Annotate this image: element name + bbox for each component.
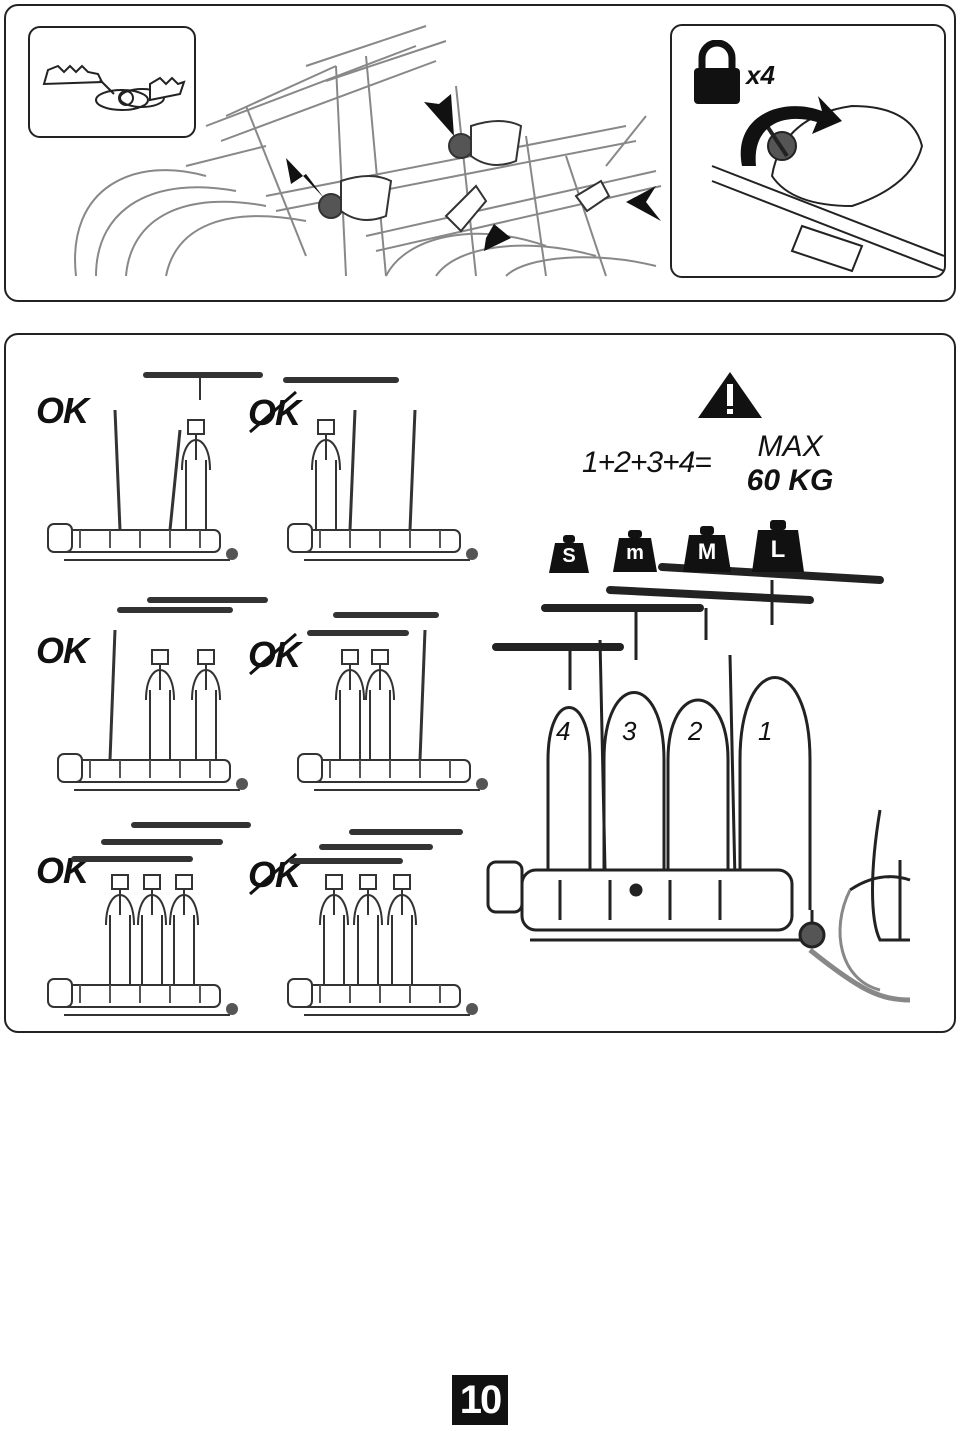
warning-icon bbox=[698, 372, 762, 418]
max-weight-value: 60 KG bbox=[746, 464, 834, 497]
page-number: 10 bbox=[452, 1375, 508, 1425]
lock-inset: x4 bbox=[670, 24, 946, 278]
cross-out-icon bbox=[249, 852, 297, 896]
position-number: 1 bbox=[758, 716, 773, 746]
max-label: MAX bbox=[757, 430, 823, 463]
cross-out-icon bbox=[249, 390, 297, 434]
config-not-ok-label: OK bbox=[248, 632, 301, 676]
top-instruction-panel: x4 bbox=[4, 4, 956, 302]
cross-out-icon bbox=[249, 632, 297, 676]
weight-icon-m-large: M bbox=[683, 526, 731, 572]
config-ok-label: OK bbox=[36, 630, 89, 671]
config-ok-label: OK bbox=[36, 390, 89, 431]
config-not-ok-label: OK bbox=[248, 390, 301, 434]
lock-icon bbox=[694, 40, 740, 104]
keys-inset bbox=[28, 26, 196, 138]
position-number: 3 bbox=[622, 716, 637, 746]
weight-icon-s: S bbox=[549, 535, 589, 573]
position-number: 2 bbox=[688, 716, 703, 746]
weight-formula: 1+2+3+4= bbox=[582, 446, 712, 479]
key-turn-illustration bbox=[711, 96, 944, 273]
arrow-icon bbox=[286, 158, 324, 198]
lock-count: x4 bbox=[746, 60, 775, 90]
bike-carrier-locks-illustration bbox=[74, 25, 662, 277]
weight-icon-m-small: m bbox=[613, 530, 657, 572]
weight-icon-l: L bbox=[752, 520, 804, 572]
position-number: 4 bbox=[556, 716, 571, 746]
keys-icon bbox=[42, 64, 186, 111]
